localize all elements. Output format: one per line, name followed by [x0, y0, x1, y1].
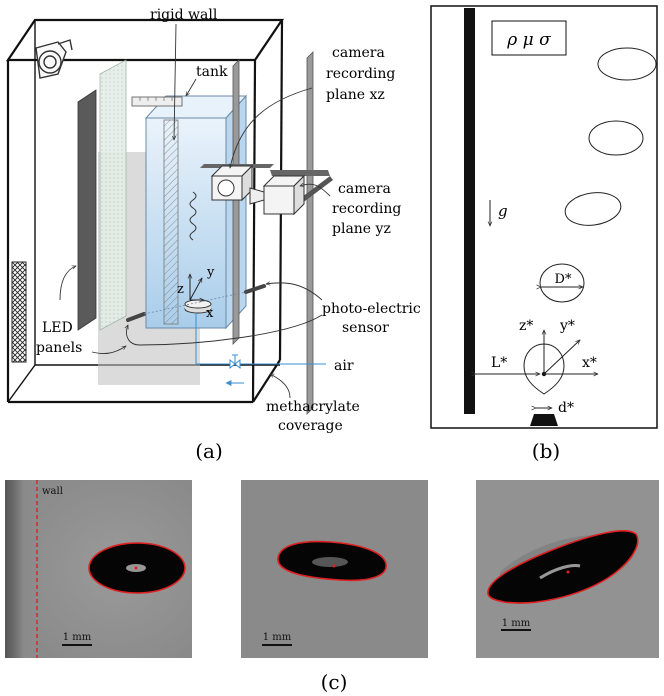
label-photo-1: photo-electric: [322, 301, 421, 317]
spring: [189, 191, 197, 241]
vent-grille: [11, 261, 27, 363]
panel-c-photos: wall 1 mm 1 mm 1 mm (c): [5, 480, 659, 694]
rigid-wall: [163, 119, 179, 325]
ruler: [131, 96, 183, 107]
tank-axis-x: x: [206, 306, 214, 321]
label-diameter: D*: [555, 272, 572, 287]
label-nozzle: d*: [558, 400, 574, 416]
label-rigid-wall: rigid wall: [150, 7, 218, 23]
camera-xz-icon: [210, 164, 254, 202]
label-axis-x: x*: [582, 355, 597, 371]
label-axis-z: z*: [519, 318, 533, 334]
scale-label-2: 1 mm: [263, 632, 292, 643]
photo-3: 1 mm: [476, 480, 659, 658]
label-meth-1: methacrylate: [266, 399, 360, 415]
label-wall: wall: [42, 486, 63, 497]
tank-axis-y: y: [206, 265, 215, 280]
label-camera-yz-3: plane yz: [332, 221, 391, 237]
panel-b-label: (b): [532, 439, 560, 463]
label-camera-yz-2: recording: [332, 201, 401, 217]
label-camera-yz-1: camera: [338, 181, 391, 197]
camera-yz-icon: [249, 174, 306, 216]
led-panels: [77, 59, 127, 331]
label-camera-xz-3: plane xz: [326, 87, 385, 103]
tank-axis-z: z: [177, 282, 184, 297]
params-text: ρ μ σ: [506, 30, 551, 50]
b-axes: [476, 330, 598, 374]
tank-axes: [190, 274, 204, 300]
label-axis-y: y*: [559, 318, 575, 334]
label-tank: tank: [196, 64, 228, 80]
label-photo-2: sensor: [342, 320, 389, 336]
air-line: [195, 313, 326, 386]
panel-c-label: (c): [321, 670, 348, 694]
label-air: air: [334, 358, 354, 374]
label-meth-2: coverage: [278, 418, 343, 434]
label-camera-xz-2: recording: [326, 66, 395, 82]
panel-b-sketch: ρ μ σ D* g z* y* x* L* d* (b): [430, 5, 658, 463]
scale-label-3: 1 mm: [502, 618, 531, 629]
fan-icon: [35, 39, 73, 79]
tank: [131, 94, 248, 330]
leader-lines: [59, 23, 331, 399]
bubbles: [539, 47, 657, 303]
photo-2: 1 mm: [241, 480, 428, 658]
photo-sensor-rods: [126, 284, 266, 322]
label-led-1: LED: [42, 320, 73, 336]
label-camera-xz-1: camera: [332, 45, 385, 61]
params-box: [491, 20, 567, 56]
photo-1: wall 1 mm: [5, 480, 192, 658]
camera-rails: [200, 51, 333, 415]
panel-a-schematic: z y x: [5, 7, 421, 463]
panel-b-wall: [464, 8, 475, 414]
nozzle-base: [530, 414, 558, 426]
label-led-2: panels: [36, 340, 82, 356]
scale-label-1: 1 mm: [63, 632, 92, 643]
label-wall-distance: L*: [491, 355, 507, 371]
panel-a-label: (a): [195, 439, 223, 463]
label-gravity: g: [498, 202, 508, 220]
